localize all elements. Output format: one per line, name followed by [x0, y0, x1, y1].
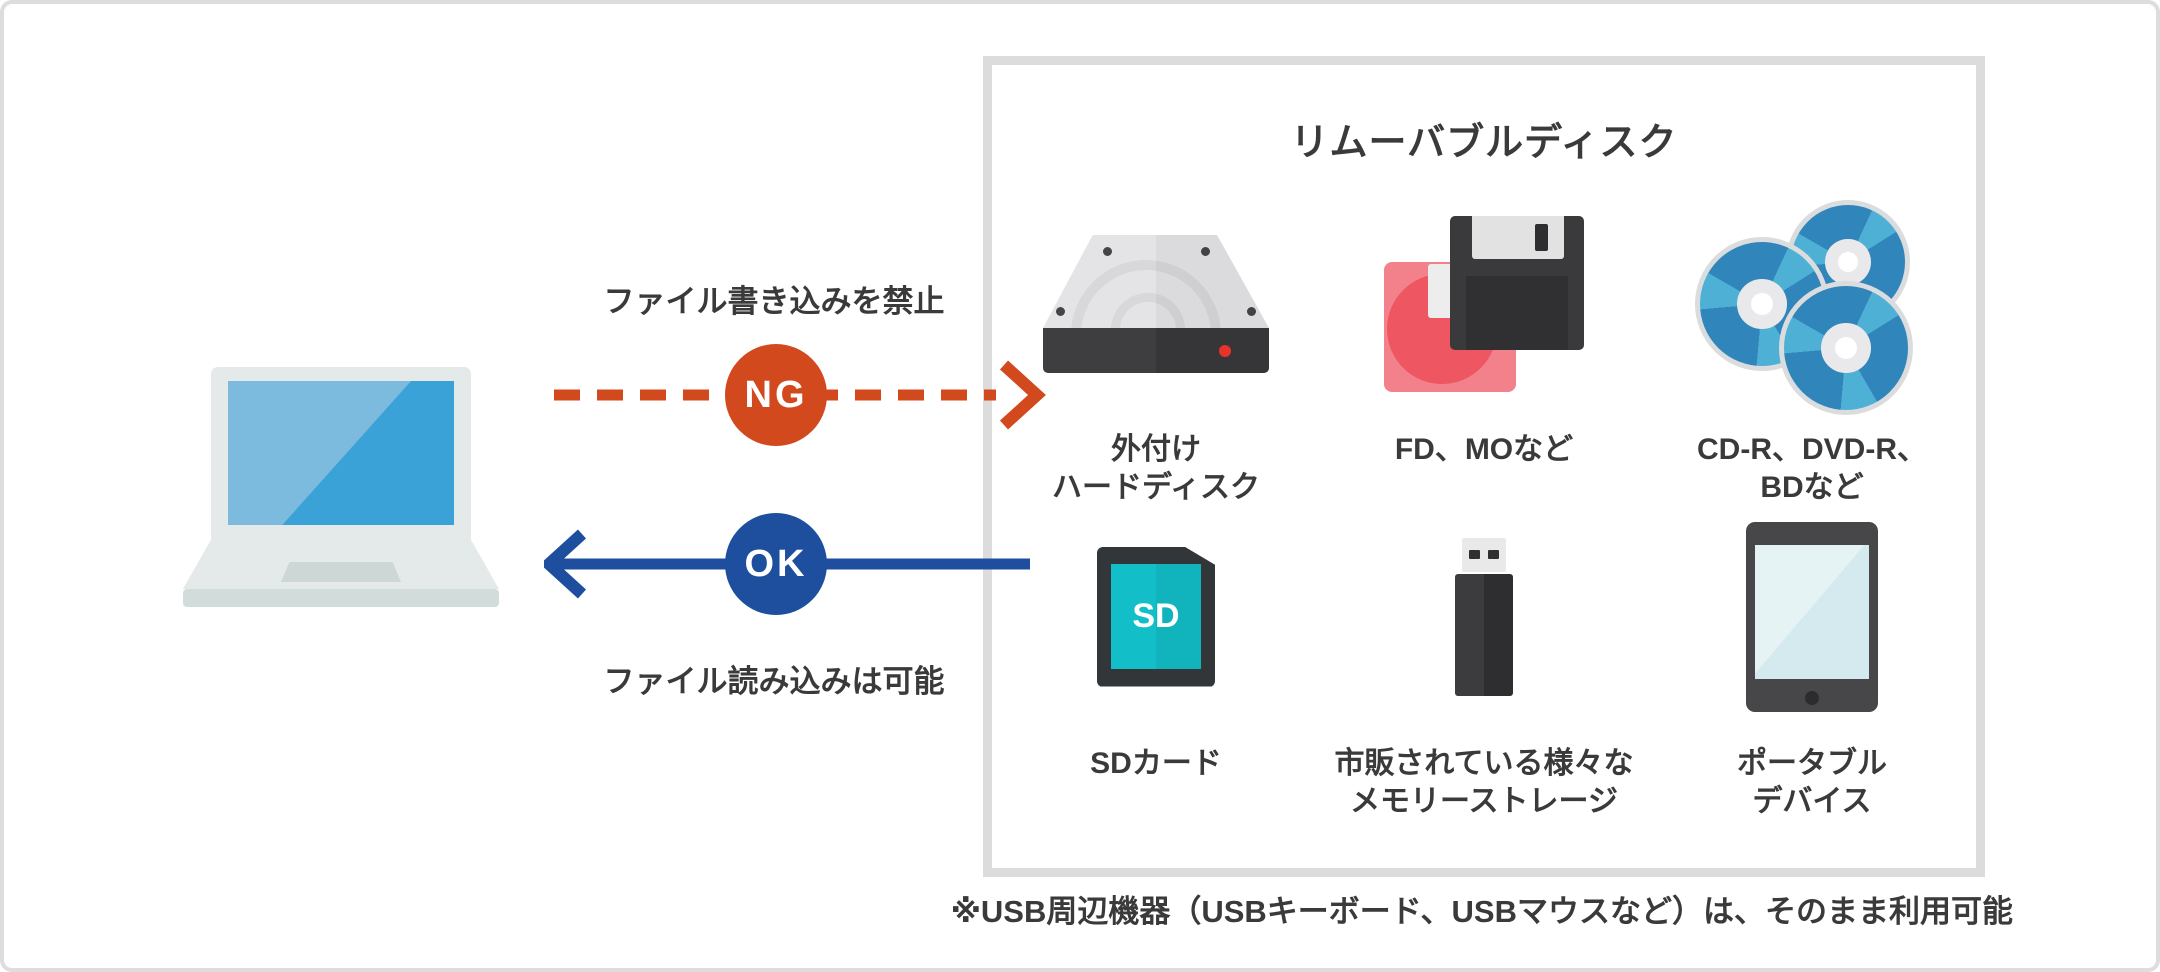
item-usb-memory: 市販されている様々なメモリーストレージ — [1320, 514, 1648, 821]
item-label: FD、MOなど — [1394, 433, 1574, 466]
laptop-icon — [183, 364, 499, 609]
floppy-disk — [1450, 216, 1584, 350]
item-portable-device: ポータブルデバイス — [1648, 514, 1976, 821]
ng-badge: NG — [725, 344, 827, 446]
write-prohibited-label: ファイル書き込みを禁止 — [603, 284, 945, 319]
sd-card-icon: SD — [1097, 546, 1215, 687]
read-allowed-label: ファイル読み込みは可能 — [603, 664, 945, 699]
floppy-disk-mo-icon — [1384, 216, 1584, 392]
laptop-lid — [211, 367, 471, 539]
removable-disk-panel: リムーバブルディスク — [983, 56, 1985, 877]
item-external-hdd: 外付けハードディスク — [992, 199, 1320, 507]
item-label: 市販されている様々なメモリーストレージ — [1334, 747, 1634, 818]
item-label: CD-R、DVD-R、BDなど — [1697, 433, 1927, 504]
item-sd-card: SD SDカード — [992, 514, 1320, 783]
laptop-touchpad — [281, 562, 401, 582]
item-label: ポータブルデバイス — [1737, 747, 1887, 818]
item-optical-discs: CD-R、DVD-R、BDなど — [1648, 199, 1976, 507]
usb-peripherals-footnote: ※USB周辺機器（USBキーボード、USBマウスなど）は、そのまま利用可能 — [950, 894, 2013, 929]
usb-memory-icon — [1455, 537, 1513, 696]
item-label: SDカード — [1090, 747, 1222, 780]
ok-badge: OK — [725, 513, 827, 615]
hard-disk-icon — [1043, 235, 1269, 373]
tablet-icon — [1746, 521, 1878, 712]
hdd-led — [1219, 345, 1231, 357]
item-label: 外付けハードディスク — [1052, 433, 1260, 504]
tablet-home-button — [1805, 690, 1819, 705]
laptop-screen — [228, 381, 454, 525]
item-fd-mo: FD、MOなど — [1320, 199, 1648, 469]
panel-title: リムーバブルディスク — [1290, 122, 1678, 164]
sd-card-text: SD — [1132, 596, 1180, 635]
optical-disc-stack-icon — [1695, 200, 1928, 416]
